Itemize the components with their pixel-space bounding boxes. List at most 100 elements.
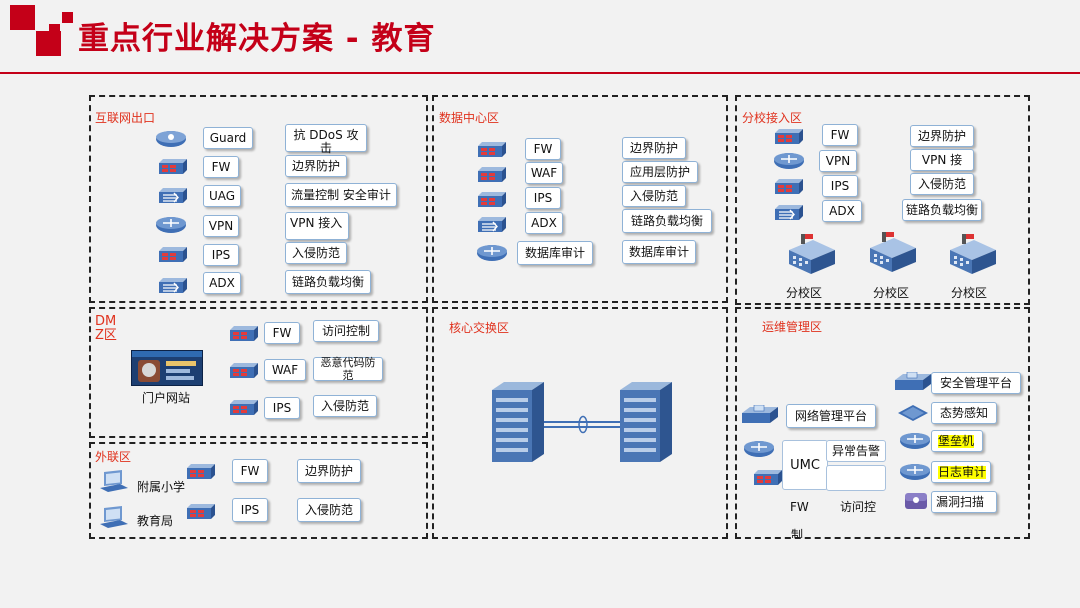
load-balancer-icon	[157, 186, 189, 204]
firewall-icon	[476, 165, 508, 183]
title-rule	[0, 72, 1080, 74]
ops-zhi-label: 制	[791, 528, 804, 538]
func-anti-ddos: 抗 DDoS 攻击	[285, 124, 367, 155]
dc-device-fw: FW	[525, 138, 561, 160]
device-adx: ADX	[203, 272, 241, 294]
dc-func-border: 边界防护	[622, 137, 686, 159]
dc-device-ips: IPS	[525, 187, 561, 209]
laptop-icon	[98, 470, 130, 494]
firewall-icon	[476, 190, 508, 208]
ops-log-audit-label: 日志审计	[938, 464, 987, 479]
load-balancer-icon	[773, 203, 805, 221]
core-switch-icon	[620, 382, 672, 462]
br-device-ips: IPS	[822, 175, 858, 197]
page-title: 重点行业解决方案 - 教育	[78, 21, 436, 57]
building-icon	[783, 232, 839, 276]
ops-situation-awareness: 态势感知	[931, 402, 997, 424]
ops-access-control	[826, 465, 886, 491]
router-icon	[743, 440, 775, 458]
server-icon	[893, 371, 931, 390]
dmz-device-fw: FW	[264, 322, 300, 344]
server-icon	[740, 404, 778, 423]
router-icon	[899, 463, 931, 481]
dmz-device-ips: IPS	[264, 397, 300, 419]
dmz-device-waf: WAF	[264, 359, 306, 381]
ops-bastion-label: 堡垒机	[938, 433, 975, 448]
zone-ops-label: 运维管理区	[762, 320, 823, 334]
firewall-icon	[228, 324, 260, 342]
func-link-lb: 链路负载均衡	[285, 270, 371, 294]
ext-device-ips: IPS	[232, 498, 268, 522]
device-fw: FW	[203, 156, 239, 178]
ops-access-label: 访问控	[840, 500, 877, 514]
zone-core-label: 核心交换区	[449, 321, 510, 335]
func-border-protection: 边界防护	[285, 155, 347, 177]
br-func-vpn: VPN 接	[910, 149, 974, 171]
ops-log-audit: 日志审计	[931, 461, 991, 483]
dc-device-db-audit: 数据库审计	[517, 241, 593, 265]
router-icon	[476, 244, 508, 262]
firewall-icon	[157, 157, 189, 175]
zone-branch-label: 分校接入区	[742, 111, 803, 125]
vpn-icon	[155, 130, 187, 148]
campus-1-label: 分校区1	[786, 286, 823, 300]
firewall-icon	[228, 398, 260, 416]
ops-fw-label: FW	[790, 500, 809, 514]
br-func-link-lb: 链路负载均衡	[902, 199, 982, 221]
func-vpn-access: VPN 接入	[285, 212, 349, 240]
firewall-icon	[752, 468, 784, 486]
ops-security-platform: 安全管理平台	[931, 372, 1021, 394]
dmz-func-intrusion: 入侵防范	[313, 395, 377, 417]
dmz-func-malware: 恶意代码防范	[313, 356, 383, 382]
logo-square-4	[49, 24, 60, 31]
ext-device-fw: FW	[232, 459, 268, 483]
zone-internet-label: 互联网出口	[95, 111, 156, 125]
zone-ops	[735, 307, 1030, 539]
device-vpn: VPN	[203, 215, 239, 237]
site-primary-school: 附属小学	[137, 480, 186, 494]
load-balancer-icon	[476, 215, 508, 233]
br-device-fw: FW	[822, 124, 858, 146]
laptop-icon	[98, 506, 130, 530]
site-education-bureau: 教育局	[137, 514, 174, 528]
firewall-icon	[185, 462, 217, 480]
building-icon	[944, 232, 1000, 276]
logo-square-1	[10, 5, 35, 30]
portal-label: 门户网站	[142, 391, 191, 405]
device-ips: IPS	[203, 244, 239, 266]
campus-2-label: 分校区2	[873, 286, 910, 300]
firewall-icon	[773, 127, 805, 145]
ops-vuln-scan: 漏洞扫描	[931, 491, 997, 513]
load-balancer-icon	[157, 276, 189, 294]
dc-func-link-lb: 链路负载均衡	[622, 209, 712, 233]
zone-core	[432, 307, 728, 539]
router-icon	[899, 432, 931, 450]
br-func-border: 边界防护	[910, 125, 974, 147]
campus-3-label: 分校区3	[951, 286, 988, 300]
br-device-vpn: VPN	[819, 150, 857, 172]
router-icon	[897, 404, 929, 422]
dc-func-db-audit: 数据库审计	[622, 240, 696, 264]
zone-internet	[89, 95, 428, 303]
zone-dmz	[89, 307, 428, 438]
firewall-icon	[157, 245, 189, 263]
logo-square-2	[36, 31, 61, 56]
br-device-adx: ADX	[822, 200, 862, 222]
zone-datacenter	[432, 95, 728, 303]
scanner-icon	[903, 491, 935, 509]
ops-alarm: 异常告警	[826, 440, 886, 462]
zone-external-label: 外联区	[95, 450, 132, 464]
dc-func-intrusion: 入侵防范	[622, 185, 686, 207]
firewall-icon	[773, 177, 805, 195]
core-switch-diagram	[492, 382, 672, 462]
zone-branch	[735, 95, 1030, 305]
dc-device-waf: WAF	[525, 162, 563, 184]
func-traffic-audit: 流量控制 安全审计	[285, 183, 397, 207]
device-guard: Guard	[203, 127, 253, 149]
ops-bastion: 堡垒机	[931, 430, 983, 452]
dc-func-app-layer: 应用层防护	[622, 161, 698, 183]
ext-func-border: 边界防护	[297, 459, 361, 483]
device-uag: UAG	[203, 185, 241, 207]
ops-network-mgmt: 网络管理平台	[786, 404, 876, 428]
ext-func-intrusion: 入侵防范	[297, 498, 361, 522]
